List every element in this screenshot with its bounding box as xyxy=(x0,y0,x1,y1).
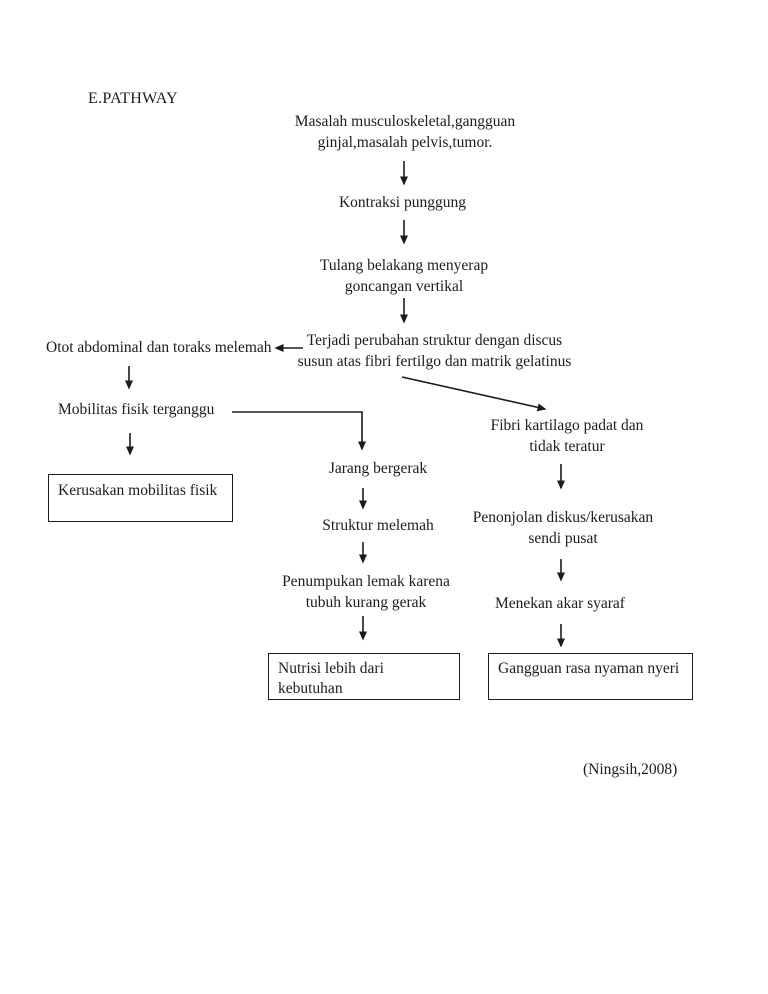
box-nutrisi: Nutrisi lebih dari kebutuhan xyxy=(268,653,460,700)
citation: (Ningsih,2008) xyxy=(583,761,678,778)
node-otot: Otot abdominal dan toraks melemah xyxy=(46,339,272,356)
node-jarang: Jarang bergerak xyxy=(328,460,428,477)
node-mobilitas: Mobilitas fisik terganggu xyxy=(58,401,215,418)
elbow-mobilitas-jarang xyxy=(232,411,366,451)
arrow-terjadi-fibri-diagonal xyxy=(401,376,547,412)
box-gangguan: Gangguan rasa nyaman nyeri xyxy=(488,653,693,700)
node-fibri: Fibri kartilago padat dan tidak teratur xyxy=(490,417,644,455)
node-penonjolan: Penonjolan diskus/kerusakan sendi pusat xyxy=(472,509,654,547)
node-masalah: Masalah musculoskeletal,gangguan ginjal,… xyxy=(294,113,516,151)
node-tulang: Tulang belakang menyerap goncangan verti… xyxy=(319,257,489,295)
node-menekan: Menekan akar syaraf xyxy=(495,595,625,612)
node-terjadi: Terjadi perubahan struktur dengan discus… xyxy=(297,332,572,370)
page-title: E.PATHWAY xyxy=(88,90,178,107)
node-kontraksi: Kontraksi punggung xyxy=(338,194,466,211)
node-struktur: Struktur melemah xyxy=(322,517,434,534)
node-penumpukan: Penumpukan lemak karena tubuh kurang ger… xyxy=(282,573,450,611)
box-kerusakan: Kerusakan mobilitas fisik xyxy=(48,474,233,522)
